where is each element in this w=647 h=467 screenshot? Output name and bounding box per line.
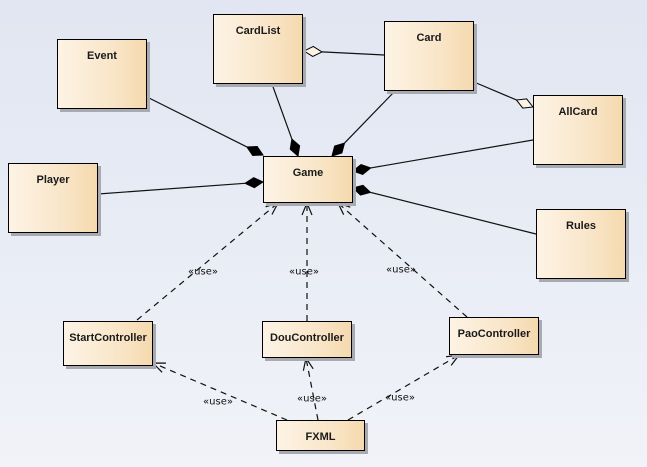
connector-startcontroller-game[interactable] bbox=[136, 202, 279, 321]
connector-card-cardlist[interactable] bbox=[321, 51, 385, 56]
connector-event-game[interactable] bbox=[146, 96, 248, 148]
class-name: FXML bbox=[305, 431, 336, 443]
class-name: CardList bbox=[235, 25, 281, 37]
stereotype-label: «use» bbox=[386, 264, 416, 276]
class-startcontroller[interactable]: StartController bbox=[63, 321, 153, 366]
class-name: Rules bbox=[566, 220, 596, 232]
dependency-arrow-icon bbox=[301, 201, 313, 216]
class-name: PaoController bbox=[457, 328, 531, 340]
composition-diamond-icon bbox=[245, 145, 264, 156]
connector-allcard-game[interactable] bbox=[370, 139, 534, 169]
stereotype-label: «use» bbox=[188, 266, 218, 278]
class-paocontroller[interactable]: PaoController bbox=[449, 317, 539, 355]
dependency-arrow-icon bbox=[265, 202, 280, 215]
dependency-arrow-icon bbox=[151, 362, 167, 373]
class-rules[interactable]: Rules bbox=[536, 209, 626, 279]
connector-card-allcard[interactable] bbox=[473, 81, 517, 101]
stereotype-label: «use» bbox=[289, 266, 319, 278]
connector-cardlist-game[interactable] bbox=[271, 83, 293, 140]
connector-fxml-startcontroller[interactable] bbox=[152, 362, 288, 421]
class-name: Game bbox=[292, 167, 324, 179]
dependency-arrow-icon bbox=[336, 201, 351, 215]
class-name: Event bbox=[87, 50, 117, 62]
class-name: DouController bbox=[270, 332, 344, 344]
class-name: Card bbox=[416, 32, 442, 44]
class-name: AllCard bbox=[558, 106, 598, 118]
stereotype-label: «use» bbox=[385, 392, 415, 404]
dependency-arrow-icon bbox=[302, 356, 314, 371]
class-game[interactable]: Game bbox=[263, 156, 353, 203]
composition-diamond-icon bbox=[289, 138, 301, 157]
stereotype-label: «use» bbox=[297, 393, 327, 405]
connector-paocontroller-game[interactable] bbox=[337, 202, 468, 318]
class-cardlist[interactable]: CardList bbox=[213, 14, 303, 84]
class-player[interactable]: Player bbox=[8, 163, 98, 233]
class-name: StartController bbox=[69, 332, 147, 344]
aggregation-diamond-icon bbox=[515, 98, 534, 109]
class-doucontroller[interactable]: DouController bbox=[262, 321, 352, 358]
class-fxml[interactable]: FXML bbox=[276, 420, 365, 451]
class-event[interactable]: Event bbox=[57, 39, 147, 109]
composition-diamond-icon bbox=[351, 163, 372, 175]
connector-player-game[interactable] bbox=[97, 182, 246, 195]
class-name: Player bbox=[36, 174, 70, 186]
class-allcard[interactable]: AllCard bbox=[533, 95, 623, 165]
dependency-arrow-icon bbox=[446, 354, 461, 366]
connector-fxml-paocontroller[interactable] bbox=[347, 354, 460, 421]
stereotype-label: «use» bbox=[203, 396, 233, 408]
class-card[interactable]: Card bbox=[384, 21, 474, 91]
composition-diamond-icon bbox=[352, 184, 372, 196]
composition-diamond-icon bbox=[331, 142, 346, 157]
connector-card-game[interactable] bbox=[344, 90, 396, 144]
connector-rules-game[interactable] bbox=[370, 191, 537, 235]
composition-diamond-icon bbox=[244, 177, 265, 189]
aggregation-diamond-icon bbox=[302, 45, 324, 58]
